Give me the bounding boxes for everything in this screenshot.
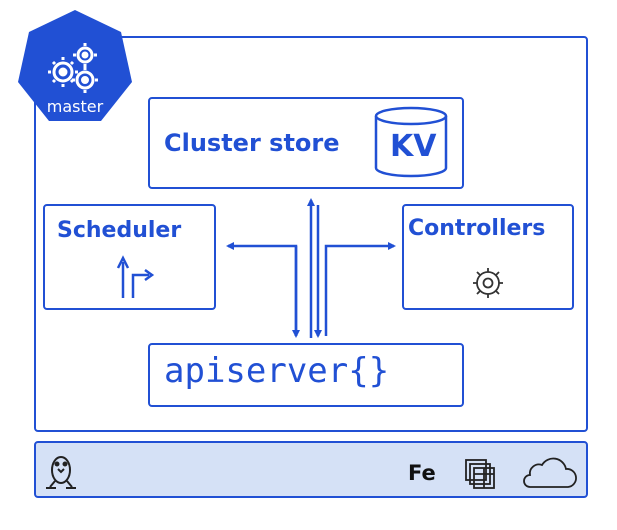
fe-label: Fe xyxy=(408,461,436,485)
linux-penguin-icon xyxy=(46,456,76,489)
routing-arrows-icon xyxy=(116,255,155,298)
database-icon xyxy=(374,106,448,178)
scheduler-label: Scheduler xyxy=(57,218,182,243)
controllers-box: Controllers xyxy=(402,204,574,310)
infrastructure-bar xyxy=(34,441,588,498)
cog-icon xyxy=(473,268,503,298)
apiserver-box: apiserver{} xyxy=(148,343,464,407)
cluster-store-label: Cluster store xyxy=(164,129,340,157)
scheduler-box: Scheduler xyxy=(43,204,216,310)
controllers-label: Controllers xyxy=(408,216,546,241)
apiserver-label: apiserver{} xyxy=(164,351,390,391)
cloud-icon xyxy=(523,457,577,488)
master-label: master xyxy=(47,97,104,116)
gears-icon xyxy=(48,43,98,93)
master-heptagon-icon: master xyxy=(18,10,132,121)
connector-arrows xyxy=(226,198,396,338)
layered-squares-icon xyxy=(465,459,495,489)
kv-label: KV xyxy=(390,129,437,164)
cluster-store-box: Cluster store KV xyxy=(148,97,464,189)
